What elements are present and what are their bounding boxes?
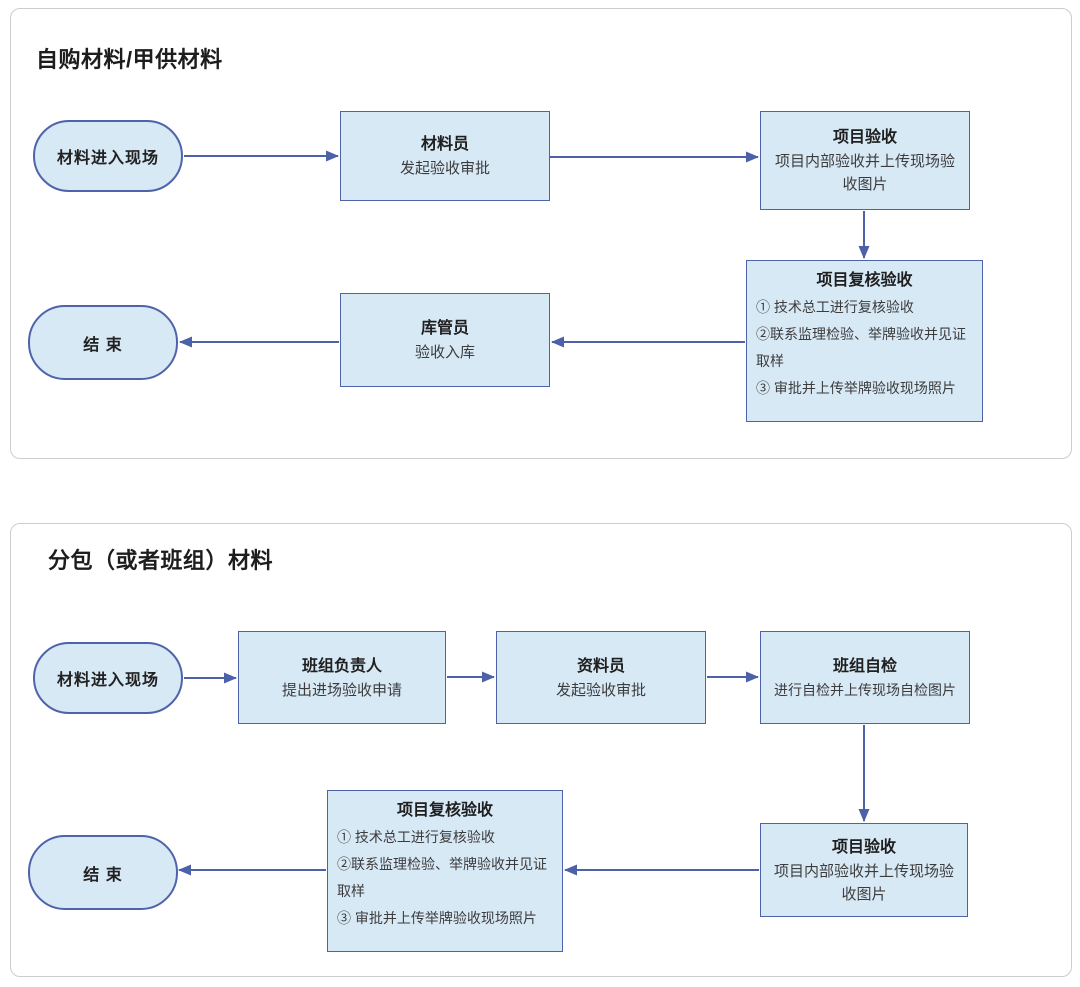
review-step-item: ②联系监理检验、举牌验收并见证取样 [756,326,966,369]
step-title: 库管员 [420,320,469,337]
step-title: 项目验收 [832,129,897,146]
step-desc: 验收入库 [414,344,475,361]
review-step-item: ②联系监理检验、举牌验收并见证取样 [337,856,547,899]
step-team-leader: 班组负责人 提出进场验收申请 [238,631,446,724]
step-document-clerk: 资料员 发起验收审批 [496,631,706,724]
start-node-label: 材料进入现场 [56,672,159,689]
step-desc: 进行自检并上传现场自检图片 [774,681,956,698]
step-material-clerk: 材料员 发起验收审批 [340,111,550,201]
step-desc: 提出进场验收申请 [281,681,402,699]
step-title: 资料员 [576,657,625,675]
review-step-item: ③ 审批并上传举牌验收现场照片 [337,910,537,926]
panel-title: 自购材料/甲供材料 [36,47,223,72]
review-steps-list: ① 技术总工进行复核验收 ②联系监理检验、举牌验收并见证取样 ③ 审批并上传举牌… [747,294,982,402]
step-title: 班组自检 [832,657,897,675]
review-step-item: ① 技术总工进行复核验收 [337,829,495,845]
end-node: 结 束 [28,305,178,380]
review-steps-list: ① 技术总工进行复核验收 ②联系监理检验、举牌验收并见证取样 ③ 审批并上传举牌… [328,824,562,932]
end-node-label: 结 束 [83,336,123,354]
end-node-label: 结 束 [83,866,123,884]
step-title: 项目验收 [831,838,896,856]
start-node: 材料进入现场 [33,120,183,192]
step-project-acceptance: 项目验收 项目内部验收并上传现场验收图片 [760,823,968,917]
step-project-review-acceptance: 项目复核验收 ① 技术总工进行复核验收 ②联系监理检验、举牌验收并见证取样 ③ … [327,790,563,952]
review-step-item: ③ 审批并上传举牌验收现场照片 [756,380,956,396]
start-node: 材料进入现场 [33,642,183,714]
step-desc: 发起验收审批 [399,160,490,177]
step-warehouse-keeper: 库管员 验收入库 [340,293,550,387]
step-desc: 项目内部验收并上传现场验收图片 [774,153,955,193]
step-desc: 发起验收审批 [555,681,646,699]
start-node-label: 材料进入现场 [56,150,159,167]
step-title: 项目复核验收 [816,272,913,289]
panel-title: 分包（或者班组）材料 [48,548,274,573]
step-team-self-check: 班组自检 进行自检并上传现场自检图片 [760,631,970,724]
step-project-review-acceptance: 项目复核验收 ① 技术总工进行复核验收 ②联系监理检验、举牌验收并见证取样 ③ … [746,260,983,422]
step-title: 班组负责人 [301,657,382,675]
end-node: 结 束 [28,835,178,910]
step-title: 项目复核验收 [396,802,493,819]
step-project-acceptance: 项目验收 项目内部验收并上传现场验收图片 [760,111,970,210]
step-desc: 项目内部验收并上传现场验收图片 [773,862,954,903]
step-title: 材料员 [420,136,469,153]
review-step-item: ① 技术总工进行复核验收 [756,299,914,315]
